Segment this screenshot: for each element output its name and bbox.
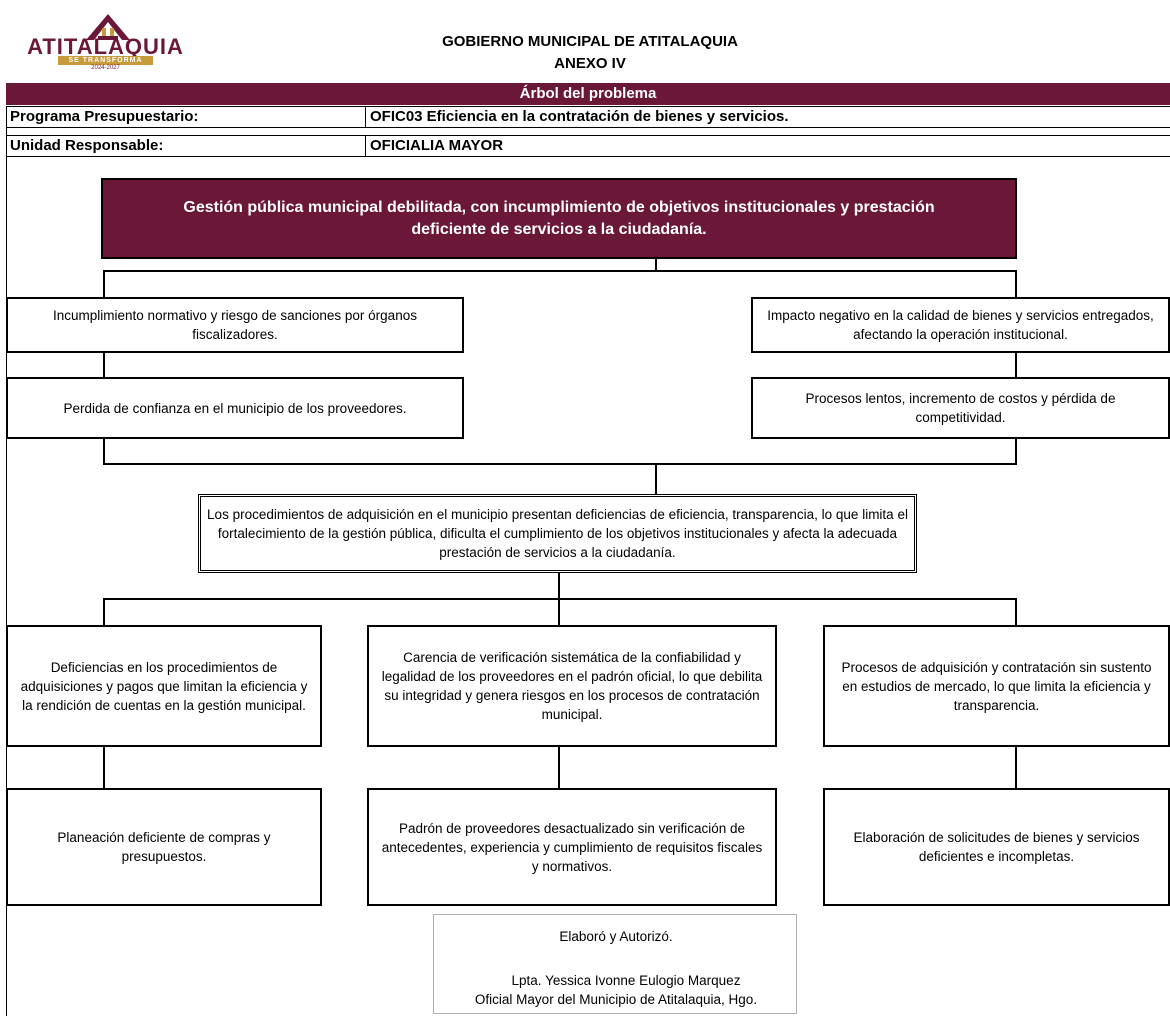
unit-label: Unidad Responsable: — [6, 136, 366, 156]
page-subtitle: ANEXO IV — [554, 55, 626, 72]
connector — [103, 439, 105, 465]
central-problem-box: Los procedimientos de adquisición en el … — [198, 494, 917, 573]
signature-name: Lpta. Yessica Ivonne Eulogio Marquez — [511, 973, 741, 988]
section-bar: Árbol del problema — [6, 83, 1170, 105]
connector — [103, 463, 1017, 465]
connector — [1015, 598, 1017, 626]
subcause-box-2: Padrón de proveedores desactualizado sin… — [367, 788, 777, 906]
cause-box-1: Deficiencias en los procedimientos de ad… — [6, 625, 322, 747]
connector — [558, 573, 560, 600]
connector — [655, 259, 657, 271]
subcause-box-3: Elaboración de solicitudes de bienes y s… — [823, 788, 1170, 906]
connector — [103, 747, 105, 789]
logo-years: 2024-2027 — [91, 65, 120, 71]
effect-box-left-2: Perdida de confianza en el municipio de … — [6, 377, 464, 439]
connector — [558, 598, 560, 626]
page-left-border — [6, 106, 7, 1016]
connector — [558, 747, 560, 789]
program-row: Programa Presupuestario: OFIC03 Eficienc… — [6, 106, 1170, 128]
connector — [1015, 270, 1017, 298]
subcause-box-1: Planeación deficiente de compras y presu… — [6, 788, 322, 906]
connector — [1015, 747, 1017, 789]
signature-block: Elaboró y Autorizó. Lpta. Yessica Ivonne… — [433, 914, 797, 1014]
logo-wordmark: ATITALAQUIA — [27, 34, 184, 59]
connector — [655, 463, 657, 495]
signature-caption: Elaboró y Autorizó. — [559, 929, 673, 944]
connector — [103, 270, 105, 298]
connector — [103, 598, 105, 626]
connector — [103, 598, 1017, 600]
connector — [1015, 439, 1017, 465]
effect-box-right-2: Procesos lentos, incremento de costos y … — [751, 377, 1170, 439]
connector — [1015, 353, 1017, 378]
page-title: GOBIERNO MUNICIPAL DE ATITALAQUIA — [442, 33, 738, 50]
effect-box-left-1: Incumplimiento normativo y riesgo de san… — [6, 297, 464, 353]
connector — [103, 270, 1017, 272]
connector — [103, 353, 105, 378]
unit-row: Unidad Responsable: OFICIALIA MAYOR — [6, 135, 1170, 157]
program-label: Programa Presupuestario: — [6, 107, 366, 127]
program-value: OFIC03 Eficiencia en la contratación de … — [370, 108, 789, 125]
top-effect-box: Gestión pública municipal debilitada, co… — [101, 178, 1017, 259]
unit-value: OFICIALIA MAYOR — [370, 137, 504, 154]
logo-tagline: SE TRANSFORMA — [58, 56, 153, 65]
logo-emblem-icon — [86, 14, 130, 40]
logo: ATITALAQUIA SE TRANSFORMA 2024-2027 — [18, 12, 193, 71]
cause-box-3: Procesos de adquisición y contratación s… — [823, 625, 1170, 747]
cause-box-2: Carencia de verificación sistemática de … — [367, 625, 777, 747]
effect-box-right-1: Impacto negativo en la calidad de bienes… — [751, 297, 1170, 353]
signature-role: Oficial Mayor del Municipio de Atitalaqu… — [474, 992, 758, 1007]
